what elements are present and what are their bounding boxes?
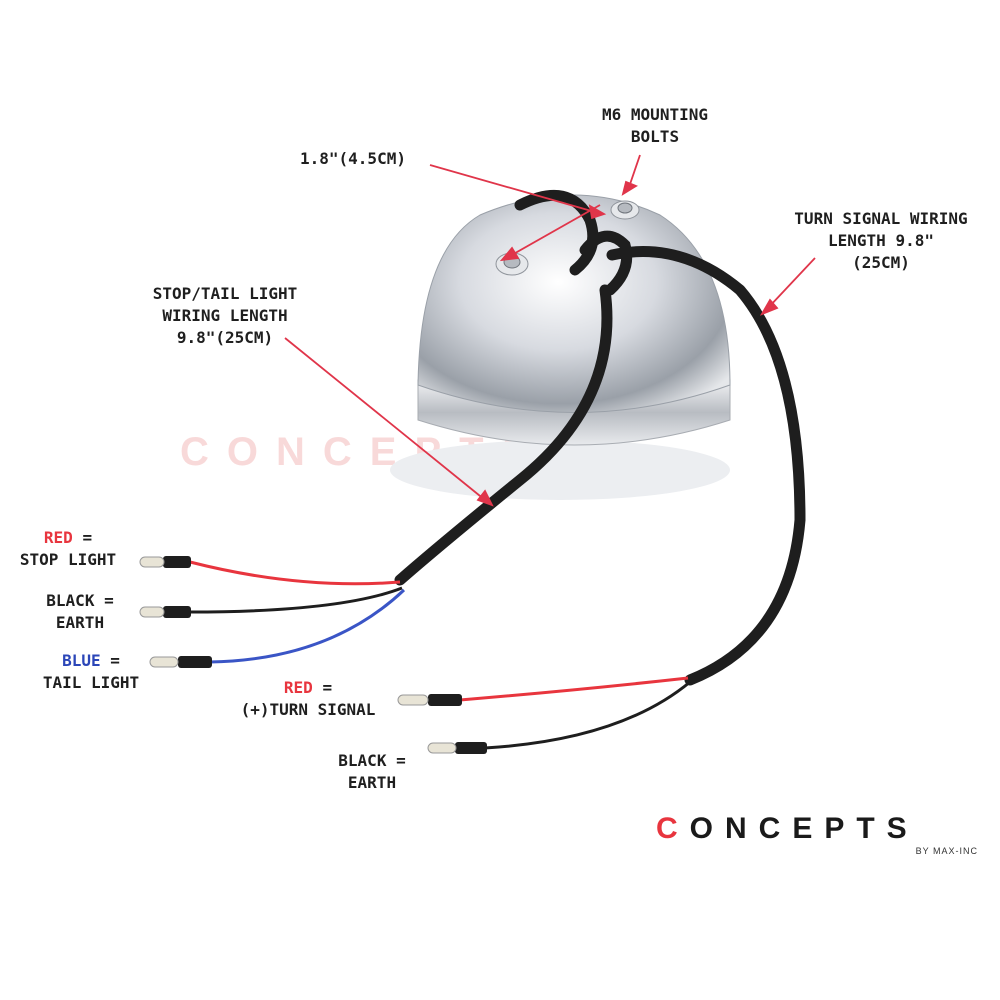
label-stop-line1: STOP/TAIL LIGHT	[152, 284, 298, 303]
arrowhead-turn-wiring	[759, 298, 779, 316]
brand-logo-first-letter: C	[656, 812, 690, 845]
arrow-bolt-spacing-2	[509, 204, 601, 257]
label-black-earth1-line2: EARTH	[55, 613, 105, 632]
label-black-earth-1: BLACK = EARTH	[30, 590, 130, 634]
connector-blue-tail	[149, 656, 212, 668]
label-blue-name: TAIL LIGHT	[42, 673, 140, 692]
label-red-turn-name: (+)TURN SIGNAL	[240, 700, 376, 719]
label-black-earth2-line1: BLACK =	[338, 751, 406, 770]
connector-red-turn	[397, 694, 462, 706]
brand-logo: CONCEPTS BY MAX-INC	[656, 812, 978, 856]
turn-signal-cable	[606, 246, 806, 686]
wire-blue-tail	[209, 588, 406, 664]
label-red-stop-name: STOP LIGHT	[19, 550, 117, 569]
wire-black-earth1	[189, 586, 403, 614]
brand-logo-word: CONCEPTS	[656, 812, 978, 846]
brand-logo-sub: BY MAX-INC	[915, 846, 978, 856]
label-stop-tail-wiring: STOP/TAIL LIGHT WIRING LENGTH 9.8"(25CM)	[130, 283, 320, 349]
label-red-stop-eq: =	[72, 528, 93, 547]
label-red-turn-eq: =	[312, 678, 333, 697]
arrowhead-bolt-spacing-2	[499, 246, 520, 262]
label-red-turn-color: RED	[283, 678, 313, 697]
wire-black-earth2	[484, 680, 691, 750]
label-red-turn-signal: RED = (+)TURN SIGNAL	[222, 677, 394, 721]
arrow-bolt-spacing	[429, 164, 596, 213]
label-red-stop-light: RED = STOP LIGHT	[4, 527, 132, 571]
label-m6-mounting-bolts: M6 MOUNTING BOLTS	[590, 104, 720, 148]
label-bolt-spacing: 1.8"(4.5CM)	[300, 149, 406, 168]
arrowhead-stop-wiring	[476, 489, 494, 507]
bolt-right	[610, 200, 640, 220]
label-black-earth-2: BLACK = EARTH	[322, 750, 422, 794]
label-blue-eq: =	[100, 651, 120, 670]
wire-loop-top	[514, 189, 599, 276]
label-blue-row: BLUE =	[26, 650, 156, 672]
label-turn-signal-wiring: TURN SIGNAL WIRING LENGTH 9.8" (25CM)	[772, 208, 990, 274]
label-blue-tail-light: BLUE = TAIL LIGHT	[26, 650, 156, 694]
label-stop-line2: WIRING LENGTH	[162, 306, 288, 325]
label-turn-line3: (25CM)	[852, 253, 910, 272]
label-stop-line3: 9.8"(25CM)	[176, 328, 274, 347]
label-red-stop-row: RED =	[4, 527, 132, 549]
brand-logo-rest: ONCEPTS	[689, 812, 919, 845]
arrow-turn-wiring	[767, 257, 816, 309]
label-black-earth2-line2: EARTH	[347, 773, 397, 792]
label-red-stop-color: RED	[43, 528, 73, 547]
label-turn-line1: TURN SIGNAL WIRING	[794, 209, 968, 228]
wire-loop-right	[579, 230, 633, 296]
label-turn-line2: LENGTH 9.8"	[828, 231, 934, 250]
label-red-turn-row: RED =	[222, 677, 394, 699]
wire-red-stop	[189, 560, 401, 586]
wire-red-turn	[459, 676, 689, 702]
connector-black-earth1	[139, 606, 191, 618]
label-m6-line1: M6 MOUNTING	[602, 105, 708, 124]
label-m6-line2: BOLTS	[630, 127, 680, 146]
housing-dome	[417, 194, 731, 413]
shadow	[390, 440, 730, 500]
label-blue-color: BLUE	[62, 651, 101, 670]
connector-black-earth2	[427, 742, 487, 754]
arrowhead-m6	[621, 180, 638, 196]
label-black-earth1-line1: BLACK =	[46, 591, 114, 610]
connector-red-stop	[139, 556, 191, 568]
arrow-stop-wiring	[284, 337, 486, 501]
stop-tail-cable	[394, 284, 613, 586]
